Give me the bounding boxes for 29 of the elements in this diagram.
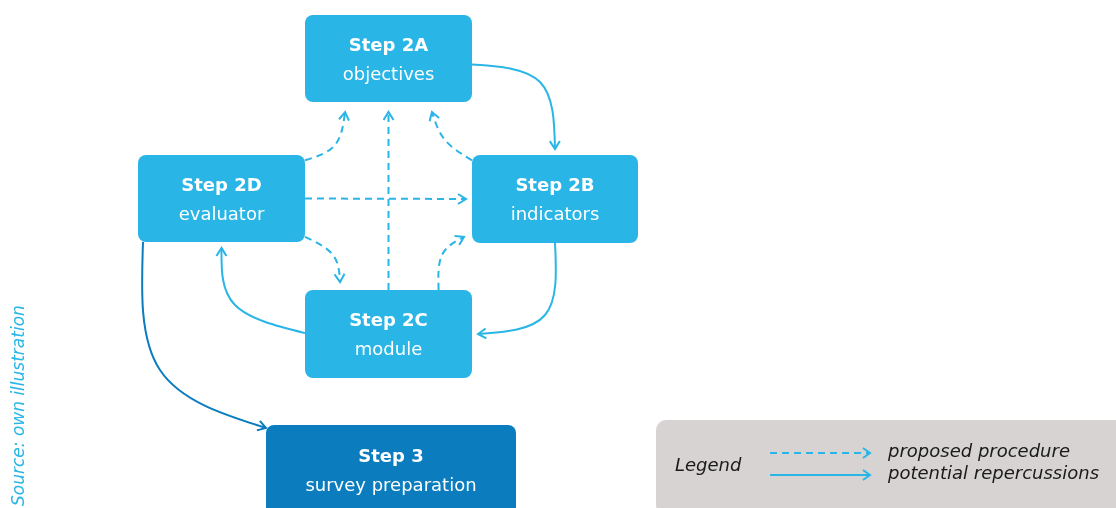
arrow bbox=[215, 247, 306, 335]
step-box bbox=[305, 15, 472, 102]
step-title: Step 3 bbox=[358, 444, 424, 468]
step-box bbox=[266, 425, 516, 508]
step-title: Step 2A bbox=[348, 32, 429, 57]
arrow bbox=[141, 241, 267, 432]
dashed-arrow bbox=[382, 111, 395, 291]
step-text: objectives bbox=[342, 61, 435, 86]
legend-text: potential repercussions bbox=[888, 462, 1100, 483]
step-box bbox=[138, 155, 305, 242]
step-title: Step 2D bbox=[181, 172, 262, 197]
arrow bbox=[477, 242, 557, 340]
dashed-arrow bbox=[304, 235, 346, 283]
step-text: indicators bbox=[510, 202, 600, 226]
source-caption: Source: own illustration bbox=[8, 305, 28, 506]
step-box bbox=[472, 155, 638, 243]
step-box bbox=[305, 290, 472, 378]
dashed-arrow bbox=[304, 111, 350, 162]
dashed-arrow bbox=[304, 193, 467, 205]
step-text: survey preparation bbox=[305, 473, 477, 497]
step-text: module bbox=[354, 337, 423, 361]
arrow bbox=[471, 63, 561, 150]
legend-title: Legend bbox=[675, 454, 742, 475]
dashed-arrow bbox=[437, 235, 465, 291]
legend-text: proposed procedure bbox=[888, 440, 1070, 461]
step-title: Step 2B bbox=[515, 173, 595, 197]
step-text: evaluator bbox=[178, 201, 265, 226]
dashed-arrow bbox=[428, 111, 473, 162]
step-title: Step 2C bbox=[349, 308, 428, 332]
